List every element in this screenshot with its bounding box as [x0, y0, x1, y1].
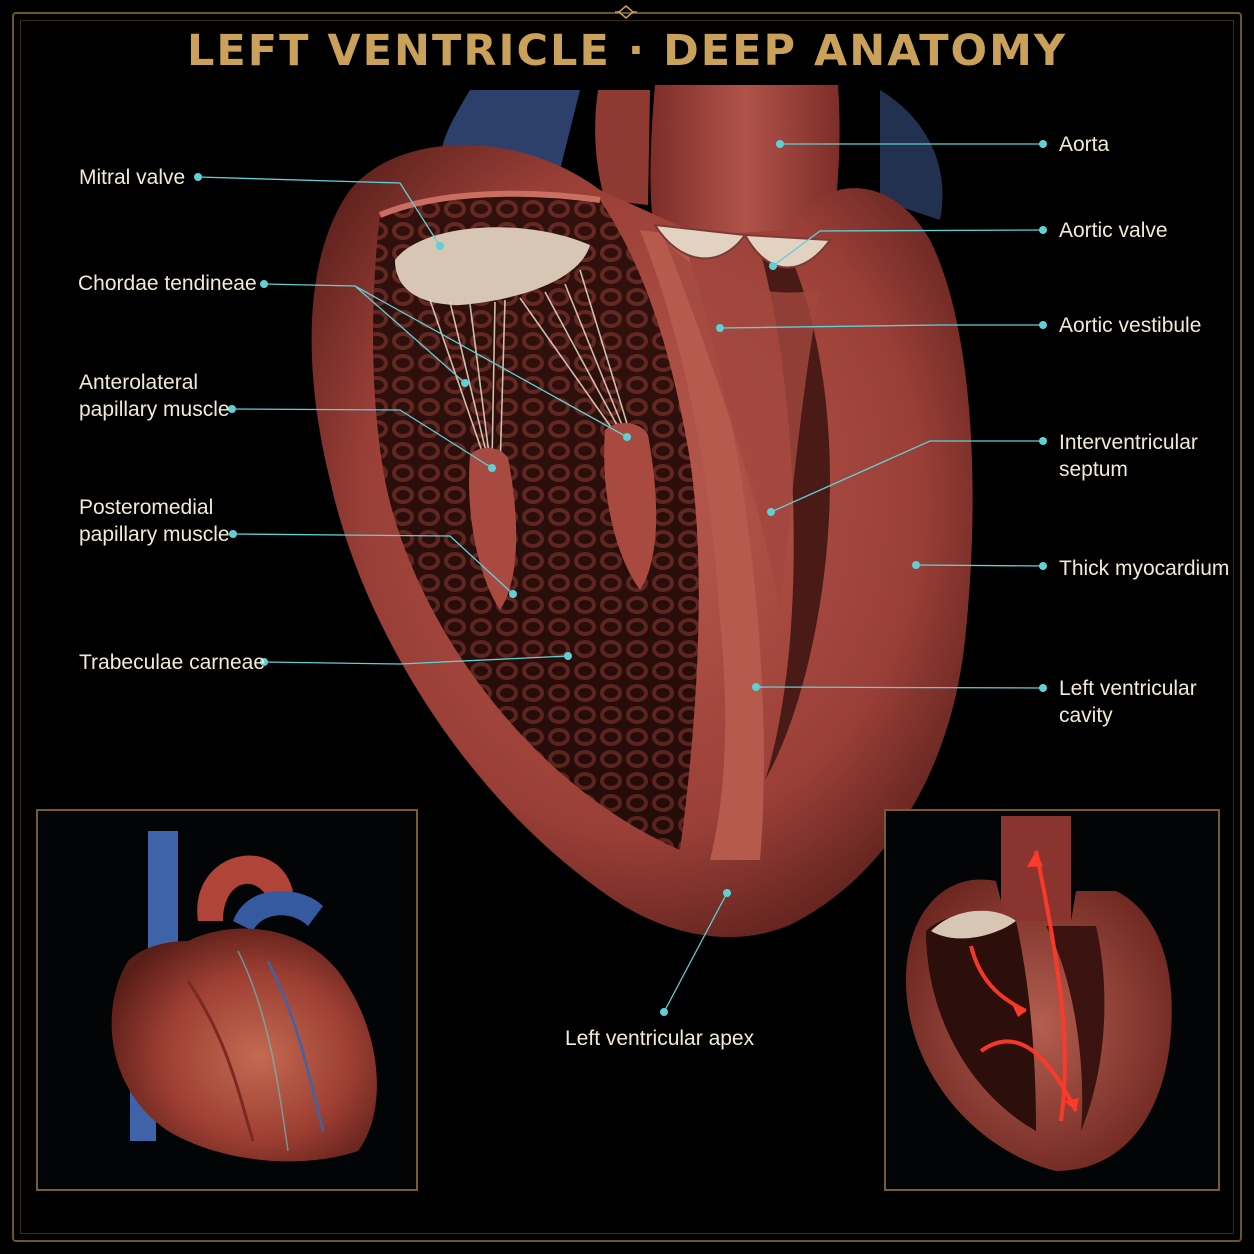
whole-heart-illustration	[111, 831, 377, 1162]
label-thick-myocardium: Thick myocardium	[1059, 557, 1230, 580]
leader-apex	[663, 892, 728, 1013]
heart-shape	[111, 928, 377, 1162]
aortic-vestibule	[665, 240, 820, 610]
label-aortic-vestibule: Aortic vestibule	[1059, 314, 1202, 337]
aortic-arch	[197, 855, 293, 921]
anterolateral-papillary	[469, 447, 517, 610]
label-interventricular-2: septum	[1059, 458, 1128, 481]
flow-septum-cavity	[1046, 926, 1105, 1131]
outer-frame	[12, 12, 1242, 1242]
septum-wall	[640, 230, 764, 860]
posteromedial-papillary	[604, 423, 657, 590]
inset-blood-flow	[884, 809, 1220, 1191]
leader-aortic-valve	[772, 229, 1044, 267]
leader-mitral	[197, 176, 441, 247]
svc-vessel	[148, 831, 178, 961]
ornament-diamond-icon	[615, 5, 637, 19]
blood-flow-arrowheads	[1012, 851, 1079, 1111]
label-anterolateral-1: Anterolateral	[79, 371, 199, 394]
lv-cavity-slit	[760, 250, 830, 780]
blood-flow-illustration	[906, 816, 1172, 1171]
left-artery-stub	[595, 90, 650, 205]
label-aortic-valve: Aortic valve	[1059, 219, 1168, 242]
label-mitral-valve: Mitral valve	[79, 166, 186, 189]
blood-flow-arrow-icon	[969, 850, 1078, 1122]
flow-mitral-leaflet	[931, 910, 1016, 939]
label-chordae-tendineae: Chordae tendineae	[78, 272, 257, 295]
pulmonary-trunk	[233, 890, 323, 931]
leader-trabeculae	[263, 655, 569, 665]
label-lv-cavity-1: Left ventricular	[1059, 677, 1197, 700]
aorta	[650, 85, 840, 240]
label-lv-apex: Left ventricular apex	[565, 1027, 755, 1050]
aortic-valve-cusps	[653, 223, 832, 269]
inset-whole-heart	[36, 809, 418, 1191]
leader-dots	[194, 140, 1047, 1016]
coronary-vessel-2	[266, 960, 325, 1132]
page-title: LEFT VENTRICLE · DEEP ANATOMY	[186, 26, 1068, 76]
cut-edge	[378, 190, 601, 218]
label-posteromedial-2: papillary muscle	[79, 523, 230, 546]
coronary-vessel	[186, 980, 255, 1142]
leader-lines	[197, 143, 1044, 1013]
label-lv-cavity-2: cavity	[1059, 704, 1113, 727]
flow-cavity	[926, 914, 1036, 1131]
chamber-shadow	[373, 193, 699, 851]
chordae-strands	[429, 269, 633, 471]
label-anterolateral-2: papillary muscle	[79, 398, 230, 421]
label-trabeculae-carneae: Trabeculae carneae	[79, 651, 266, 674]
label-interventricular-1: Interventricular	[1059, 431, 1198, 454]
label-aorta: Aorta	[1059, 133, 1110, 156]
leader-anterolateral	[231, 408, 493, 469]
leader-vestibule	[719, 324, 1043, 329]
leader-septum	[770, 440, 1043, 513]
leader-myocardium	[915, 564, 1044, 567]
flow-aorta	[1001, 816, 1071, 921]
inner-frame	[20, 20, 1234, 1234]
leader-chordae-2	[354, 285, 628, 438]
right-vessel-back	[880, 90, 943, 220]
label-posteromedial-1: Posteromedial	[79, 496, 214, 519]
leader-posteromedial	[232, 533, 514, 595]
leader-cavity	[755, 686, 1044, 689]
coronary-line	[237, 950, 289, 1152]
